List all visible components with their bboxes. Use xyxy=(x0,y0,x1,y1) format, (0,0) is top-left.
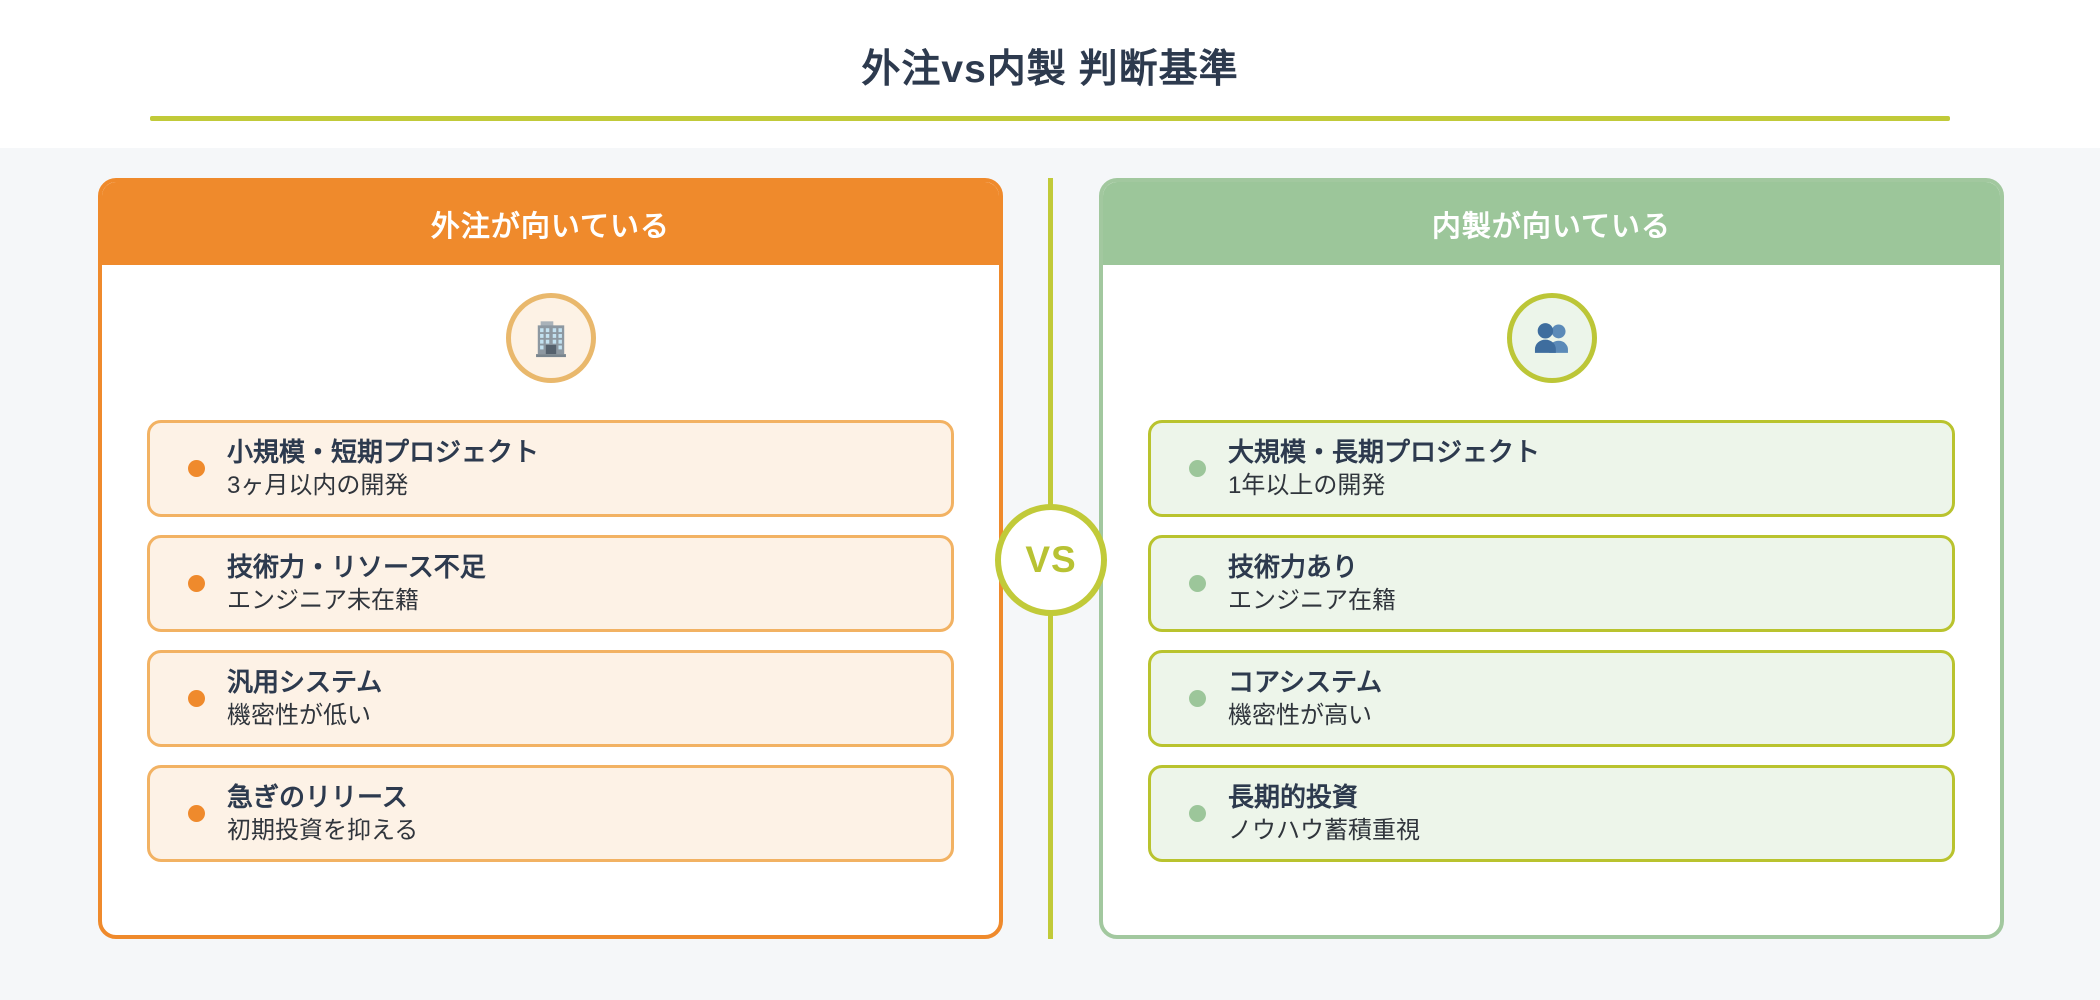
inhouse-card-1: 大規模・長期プロジェクト 1年以上の開発 xyxy=(1148,420,1955,517)
panel-outsource-title: 外注が向いている xyxy=(430,210,671,243)
inhouse-card-3: コアシステム 機密性が高い xyxy=(1148,650,1955,747)
bullet-icon xyxy=(1189,690,1206,707)
panel-inhouse: 内製が向いている 大規模・ xyxy=(1099,178,2004,939)
card-subtitle: 初期投資を抑える xyxy=(227,816,419,844)
outsource-card-1: 小規模・短期プロジェクト 3ヶ月以内の開発 xyxy=(147,420,954,517)
outsource-card-4: 急ぎのリリース 初期投資を抑える xyxy=(147,765,954,862)
outsource-card-list: 小規模・短期プロジェクト 3ヶ月以内の開発 技術力・リソース不足 エンジニア未在… xyxy=(147,420,954,862)
building-icon xyxy=(535,321,566,358)
vs-badge: VS xyxy=(995,504,1107,616)
card-subtitle: エンジニア在籍 xyxy=(1228,586,1396,614)
inhouse-card-list: 大規模・長期プロジェクト 1年以上の開発 技術力あり エンジニア在籍 コアシステ… xyxy=(1148,420,1955,862)
card-subtitle: ノウハウ蓄積重視 xyxy=(1228,816,1420,844)
bullet-icon xyxy=(1189,805,1206,822)
panel-outsource: 外注が向いている xyxy=(98,178,1003,939)
people-icon xyxy=(1534,323,1568,353)
card-title: 長期的投資 xyxy=(1228,781,1359,812)
card-title: 小規模・短期プロジェクト xyxy=(227,436,540,467)
inhouse-card-4: 長期的投資 ノウハウ蓄積重視 xyxy=(1148,765,1955,862)
title-bar: 外注vs内製 判断基準 xyxy=(0,0,2100,148)
card-subtitle: エンジニア未在籍 xyxy=(227,586,419,614)
card-title: 汎用システム xyxy=(227,666,383,697)
card-title: 技術力・リソース不足 xyxy=(227,551,486,582)
card-subtitle: 1年以上の開発 xyxy=(1228,471,1386,499)
people-icon-badge xyxy=(1506,293,1597,383)
panel-inhouse-header: 内製が向いている xyxy=(1103,182,2000,265)
card-subtitle: 3ヶ月以内の開発 xyxy=(227,471,409,499)
card-subtitle: 機密性が低い xyxy=(227,701,371,729)
outsource-card-2: 技術力・リソース不足 エンジニア未在籍 xyxy=(147,535,954,632)
panel-outsource-header: 外注が向いている xyxy=(102,182,999,265)
content-area: 外注が向いている xyxy=(0,148,2100,1000)
card-title: コアシステム xyxy=(1228,666,1383,697)
building-icon-badge xyxy=(505,293,596,383)
bullet-icon xyxy=(1189,460,1206,477)
card-subtitle: 機密性が高い xyxy=(1228,701,1372,729)
card-title: 技術力あり xyxy=(1228,551,1359,582)
outsource-card-3: 汎用システム 機密性が低い xyxy=(147,650,954,747)
bullet-icon xyxy=(1189,575,1206,592)
bullet-icon xyxy=(188,690,205,707)
card-title: 大規模・長期プロジェクト xyxy=(1228,436,1541,467)
card-title: 急ぎのリリース xyxy=(227,781,408,812)
panel-inhouse-title: 内製が向いている xyxy=(1431,210,1672,243)
vs-label: VS xyxy=(1025,539,1077,580)
inhouse-card-2: 技術力あり エンジニア在籍 xyxy=(1148,535,1955,632)
bullet-icon xyxy=(188,575,205,592)
bullet-icon xyxy=(188,460,205,477)
bullet-icon xyxy=(188,805,205,822)
page-title: 外注vs内製 判断基準 xyxy=(861,48,1239,91)
title-underline xyxy=(150,116,1950,121)
